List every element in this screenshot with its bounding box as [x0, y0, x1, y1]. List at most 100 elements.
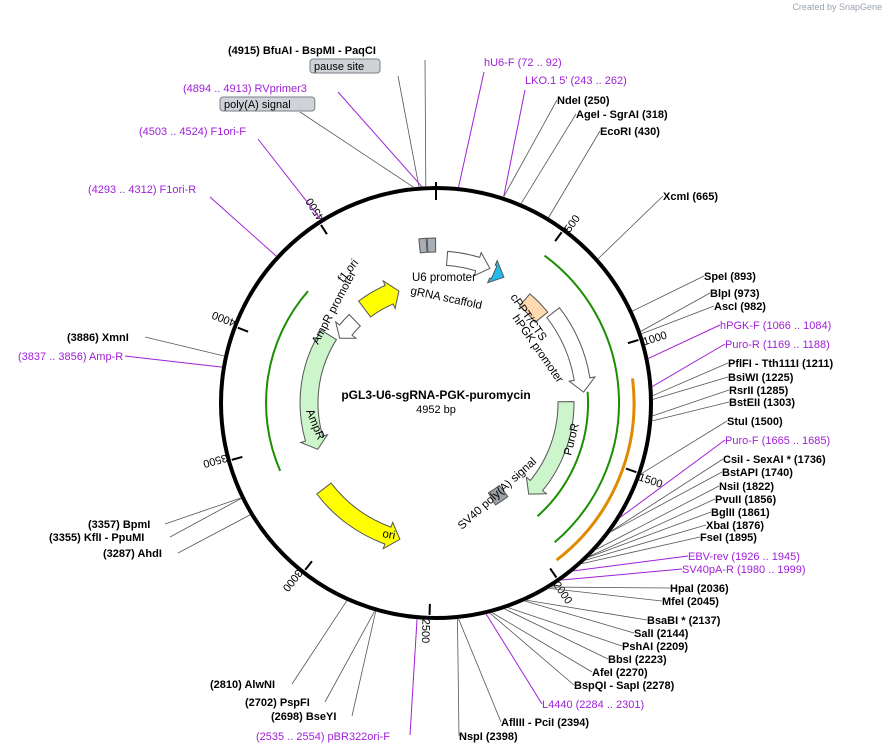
leader-line [291, 600, 348, 685]
leader-line [164, 497, 242, 525]
enzyme-label[interactable]: PflFI - Tth111I (1211) [728, 358, 833, 370]
enzyme-label[interactable]: SalI (2144) [634, 628, 689, 640]
leader-line [458, 71, 485, 188]
enzyme-label[interactable]: AgeI - SgrAI (318) [576, 109, 668, 121]
polya-signal-box[interactable] [426, 237, 437, 253]
enzyme-label[interactable]: (3357) BpmI [88, 519, 150, 531]
puror-track-inner [536, 391, 590, 517]
primer-label[interactable]: EBV-rev (1926 .. 1945) [688, 551, 800, 563]
grna-scaffold-arrow[interactable] [486, 259, 505, 284]
cds-track-orange [555, 378, 636, 562]
enzyme-label[interactable]: CsiI - SexAI * (1736) [723, 454, 826, 466]
leader-line [648, 324, 721, 359]
f1-ori-arrow[interactable] [357, 279, 400, 318]
tick-mark [549, 567, 558, 579]
leader-line [507, 607, 623, 647]
leader-line [299, 111, 414, 188]
pause-site-box[interactable] [418, 237, 428, 254]
enzyme-label[interactable]: AfeI (2270) [592, 667, 648, 679]
leader-line [561, 568, 683, 581]
enzyme-label[interactable]: BlpI (973) [710, 288, 760, 300]
enzyme-label[interactable]: BstEII (1303) [729, 397, 795, 409]
leader-line [124, 355, 223, 368]
enzyme-label[interactable]: AscI (982) [714, 301, 766, 313]
leader-line [397, 75, 420, 187]
primer-label[interactable]: SV40pA-R (1980 .. 1999) [682, 564, 806, 576]
enzyme-label[interactable]: XbaI (1876) [706, 520, 764, 532]
primer-label[interactable]: (4503 .. 4524) F1ori-F [139, 126, 246, 138]
leader-line [589, 498, 716, 557]
tick-label: 3500 [202, 451, 229, 469]
primer-label[interactable]: (3837 .. 3856) Amp-R [18, 351, 123, 363]
leader-line [489, 612, 575, 686]
enzyme-label[interactable]: NsiI (1822) [719, 481, 774, 493]
tick-mark [320, 224, 328, 235]
enzyme-label[interactable]: BstAPI (1740) [722, 467, 793, 479]
enzyme-label[interactable]: BglII (1861) [711, 507, 770, 519]
enzyme-label[interactable]: PvuII (1856) [715, 494, 776, 506]
leader-line [550, 586, 671, 589]
primer-label[interactable]: hPGK-F (1066 .. 1084) [720, 320, 831, 332]
leader-line [652, 343, 726, 387]
enzyme-label[interactable]: BbsI (2223) [608, 654, 667, 666]
feature-box-label: pause site [314, 61, 364, 73]
u6-promoter-arrow[interactable] [445, 250, 491, 277]
enzyme-label[interactable]: BspQI - SapI (2278) [574, 680, 675, 692]
ori-arrow[interactable] [316, 482, 401, 550]
plasmid-size: 4952 bp [416, 404, 456, 416]
enzyme-label[interactable]: (3287) AhdI [103, 548, 162, 560]
tick-mark [231, 455, 243, 461]
leader-line [257, 138, 321, 220]
enzyme-label[interactable]: NdeI (250) [557, 95, 610, 107]
primer-label[interactable]: hU6-F (72 .. 92) [484, 57, 562, 69]
enzyme-label[interactable]: FseI (1895) [700, 532, 757, 544]
feature-box[interactable] [219, 96, 316, 112]
leader-line [503, 89, 526, 197]
enzyme-label[interactable]: (4915) BfuAI - BspMI - PaqCI [228, 45, 376, 57]
enzyme-label[interactable]: BsaBI * (2137) [647, 615, 721, 627]
primer-label[interactable]: Puro-R (1169 .. 1188) [725, 339, 830, 351]
leader-line [595, 485, 720, 550]
leader-line [458, 618, 502, 723]
enzyme-label[interactable]: (3886) XmnI [67, 332, 129, 344]
enzyme-label[interactable]: AflIII - PciI (2394) [501, 717, 589, 729]
feature-box[interactable] [309, 58, 381, 74]
enzyme-label[interactable]: PshAI (2209) [622, 641, 688, 653]
ampr-arrow[interactable] [299, 329, 338, 450]
tick-label: 2500 [419, 619, 432, 644]
primer-label[interactable]: (4894 .. 4913) RVprimer3 [183, 83, 307, 95]
cppt-cts-box[interactable] [518, 293, 549, 323]
tick-mark [304, 560, 313, 571]
enzyme-label[interactable]: (2698) BseYI [271, 711, 336, 723]
enzyme-label[interactable]: (3355) KflI - PpuMI [49, 532, 144, 544]
primer-label[interactable]: (2535 .. 2554) pBR322ori-F [256, 731, 390, 743]
enzyme-label[interactable]: MfeI (2045) [662, 596, 719, 608]
enzyme-label[interactable]: RsrII (1285) [729, 385, 789, 397]
primer-label[interactable]: (4293 .. 4312) F1ori-R [88, 184, 196, 196]
enzyme-label[interactable]: (2810) AlwNI [210, 679, 275, 691]
tick-mark [625, 467, 637, 474]
enzyme-label[interactable]: StuI (1500) [727, 416, 783, 428]
primer-label[interactable]: L4440 (2284 .. 2301) [542, 699, 644, 711]
leader-line [573, 555, 689, 572]
enzyme-label[interactable]: SpeI (893) [704, 271, 756, 283]
enzyme-label[interactable]: XcmI (665) [663, 191, 718, 203]
grna-scaffold-label: gRNA scaffold [409, 285, 483, 312]
enzyme-label[interactable]: (2702) PspFI [245, 697, 310, 709]
u6-promoter-label: U6 promoter [412, 272, 476, 284]
leader-line [351, 611, 377, 717]
leader-line [652, 362, 729, 396]
primer-label[interactable]: LKO.1 5' (243 .. 262) [525, 75, 627, 87]
primer-label[interactable]: Puro-F (1665 .. 1685) [725, 435, 830, 447]
enzyme-label[interactable]: NspI (2398) [459, 731, 518, 743]
tick-label: 3000 [280, 567, 305, 594]
backbone-outer [219, 186, 653, 620]
enzyme-label[interactable]: EcoRI (430) [600, 126, 660, 138]
hpgk-promoter-arrow[interactable] [546, 306, 597, 393]
puror-arrow[interactable] [525, 401, 575, 495]
enzyme-label[interactable]: HpaI (2036) [670, 583, 729, 595]
sv40-polya-box[interactable] [487, 484, 509, 506]
ampr-promoter-arrow[interactable] [334, 313, 362, 339]
enzyme-label[interactable]: BsiWI (1225) [728, 372, 794, 384]
